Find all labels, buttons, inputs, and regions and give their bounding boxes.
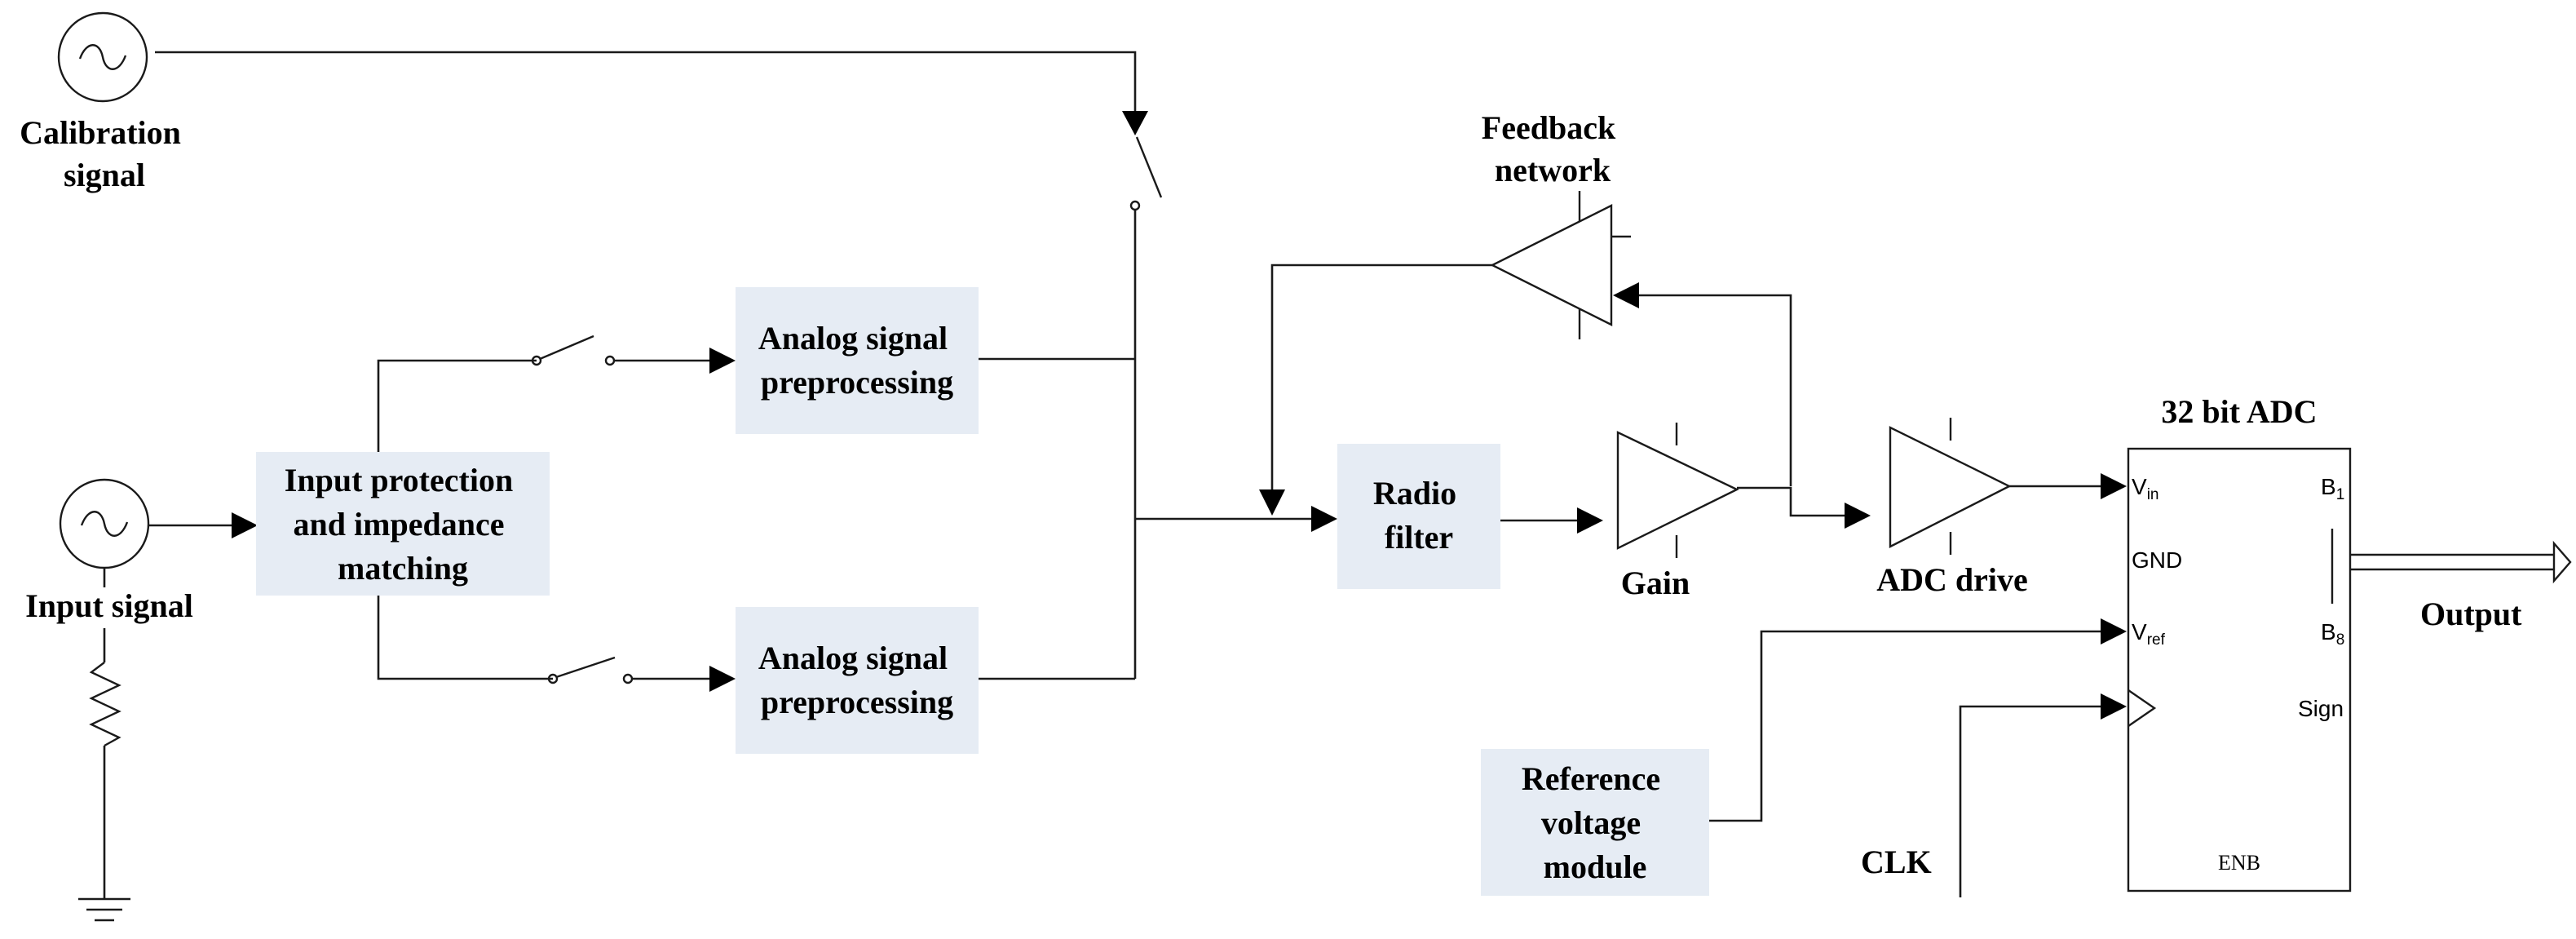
selector-switch-icon	[1129, 136, 1163, 211]
feedback-network-label: Feedback network	[1482, 109, 1624, 188]
feedback-out-wire	[1270, 264, 1492, 494]
feedback-in-arrow	[1613, 282, 1639, 308]
calibration-signal-label: Calibration signal	[20, 114, 189, 193]
feedback-amplifier-icon	[1490, 191, 1631, 339]
adc-pin-enb: ENB	[2218, 851, 2260, 875]
vref-arrow	[2101, 618, 2127, 644]
input-protection-block	[256, 452, 550, 596]
lower-preproc-arrow	[709, 666, 736, 692]
input-arrow	[232, 512, 258, 538]
adc-pin-b1: B1	[2321, 474, 2344, 503]
output-bus-icon	[2350, 540, 2572, 584]
vref-wire	[1709, 630, 2105, 822]
adc-pin-b8: B8	[2321, 619, 2344, 649]
adc-drive-input-arrow	[1845, 503, 1871, 529]
resistor-icon	[89, 662, 122, 747]
clock-input-icon	[2128, 689, 2157, 727]
adc-drive-amplifier-icon	[1889, 418, 2012, 555]
analog-preprocessing-bottom-block	[736, 607, 979, 754]
gain-input-arrow	[1577, 507, 1603, 534]
adc-title: 32 bit ADC	[2161, 393, 2317, 430]
clk-arrow	[2101, 693, 2127, 720]
reference-voltage-label: Reference voltage module	[1522, 760, 1668, 885]
clk-label: CLK	[1861, 844, 1932, 880]
radio-filter-label: Radio filter	[1373, 475, 1465, 556]
adc-pin-vin: Vin	[2132, 474, 2158, 503]
gain-out-wire	[1737, 486, 1849, 517]
feedback-arrow	[1259, 489, 1285, 516]
ground-icon	[78, 897, 130, 922]
upper-branch-wire	[377, 359, 537, 452]
calibration-arrow	[1122, 111, 1148, 135]
adc-block	[2127, 447, 2352, 892]
input-signal-label: Input signal	[25, 587, 193, 624]
lower-switch-icon	[547, 656, 634, 684]
upper-switch-icon	[531, 334, 616, 366]
input-source-icon	[59, 478, 150, 569]
clk-wire	[1959, 705, 2105, 897]
output-label: Output	[2420, 596, 2522, 632]
reference-voltage-block	[1481, 749, 1709, 896]
upper-preproc-arrow	[709, 348, 736, 374]
vin-arrow	[2101, 473, 2127, 499]
input-protection-label: Input protection and impedance matching	[285, 462, 521, 587]
filter-input-arrow	[1311, 506, 1337, 532]
gain-amplifier-icon	[1616, 423, 1739, 558]
analog-preprocessing-top-block	[736, 287, 979, 434]
radio-filter-block	[1337, 444, 1500, 589]
adc-drive-label: ADC drive	[1876, 561, 2028, 598]
analog-preprocessing-bottom-label: Analog signal preprocessing	[758, 640, 956, 720]
feedback-in-wire	[1634, 294, 1792, 486]
adc-pin-vref: Vref	[2132, 619, 2166, 649]
gain-label: Gain	[1621, 565, 1690, 601]
analog-preprocessing-top-label: Analog signal preprocessing	[758, 320, 956, 401]
calibration-source-icon	[57, 11, 148, 103]
adc-pin-sign: Sign	[2298, 696, 2344, 721]
calibration-wire	[155, 51, 1137, 116]
lower-branch-wire	[377, 596, 553, 680]
adc-pin-gnd: GND	[2132, 547, 2182, 573]
